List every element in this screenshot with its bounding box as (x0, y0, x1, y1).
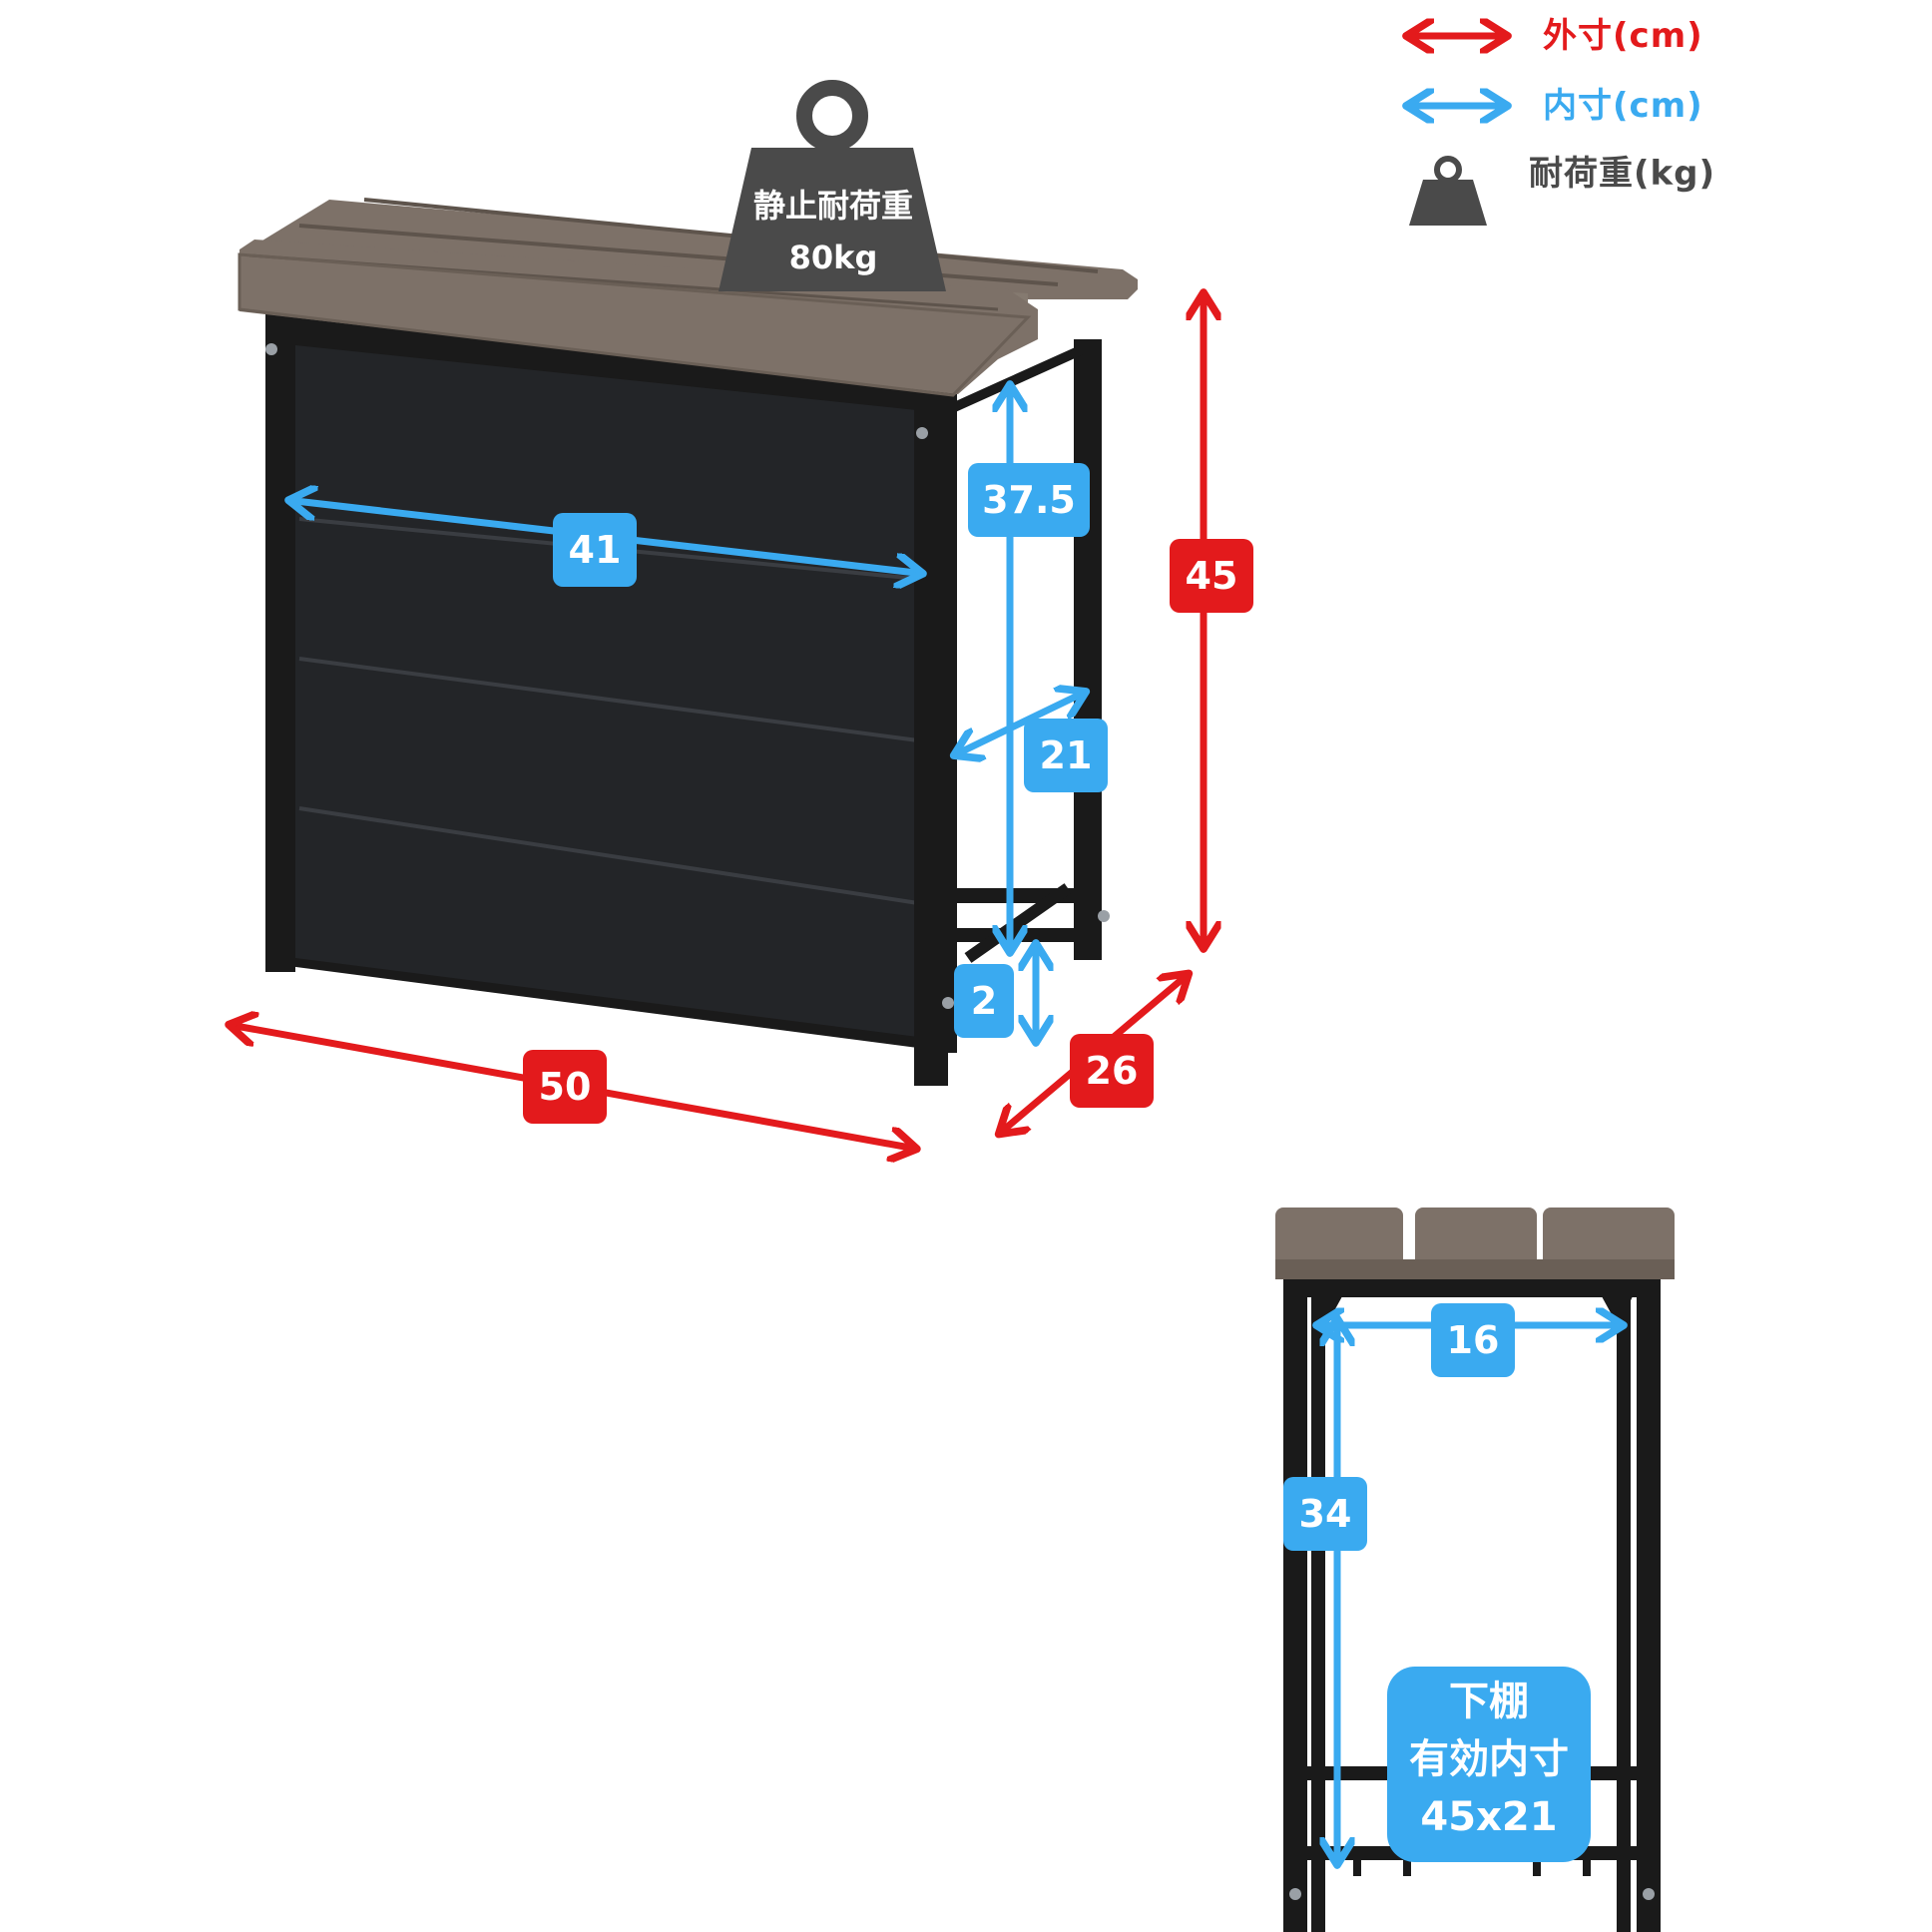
load-weight-icon (719, 80, 946, 291)
front-left-leg (265, 311, 295, 972)
load-value: 80kg (788, 239, 878, 276)
front-right-leg (914, 387, 948, 1086)
side-right-leg (1637, 1279, 1661, 1932)
legend-load-label: 耐荷重(kg) (1529, 154, 1716, 194)
load-title: 静止耐荷重 (752, 187, 913, 225)
side-inner-height-label: 34 (1283, 1477, 1367, 1551)
inner-width-label: 41 (553, 513, 637, 587)
outer-width-label: 50 (523, 1050, 607, 1124)
inner-height-label: 37.5 (968, 463, 1090, 537)
shelf-line3: 45x21 (1420, 1794, 1558, 1840)
shelf-info-box: 下棚 有効内寸 45x21 (1387, 1667, 1591, 1862)
side-left-leg (1283, 1279, 1307, 1932)
legend-inner-label: 内寸(cm) (1543, 86, 1703, 126)
back-right-leg (1074, 339, 1102, 960)
inner-clearance-label: 2 (954, 964, 1014, 1038)
shelf-line2: 有効内寸 (1409, 1736, 1569, 1782)
legend-outer-label: 外寸(cm) (1543, 16, 1703, 56)
front-panel (295, 345, 926, 1038)
legend-weight-icon (1409, 156, 1487, 226)
outer-height-label: 45 (1170, 539, 1253, 613)
inner-depth-label: 21 (1024, 719, 1108, 792)
inner-depth-arrow (960, 695, 1080, 752)
shelf-line1: 下棚 (1449, 1679, 1529, 1724)
bench-front-view (238, 198, 1138, 1086)
side-inner-width-label: 16 (1431, 1303, 1515, 1377)
outer-depth-label: 26 (1070, 1034, 1154, 1108)
